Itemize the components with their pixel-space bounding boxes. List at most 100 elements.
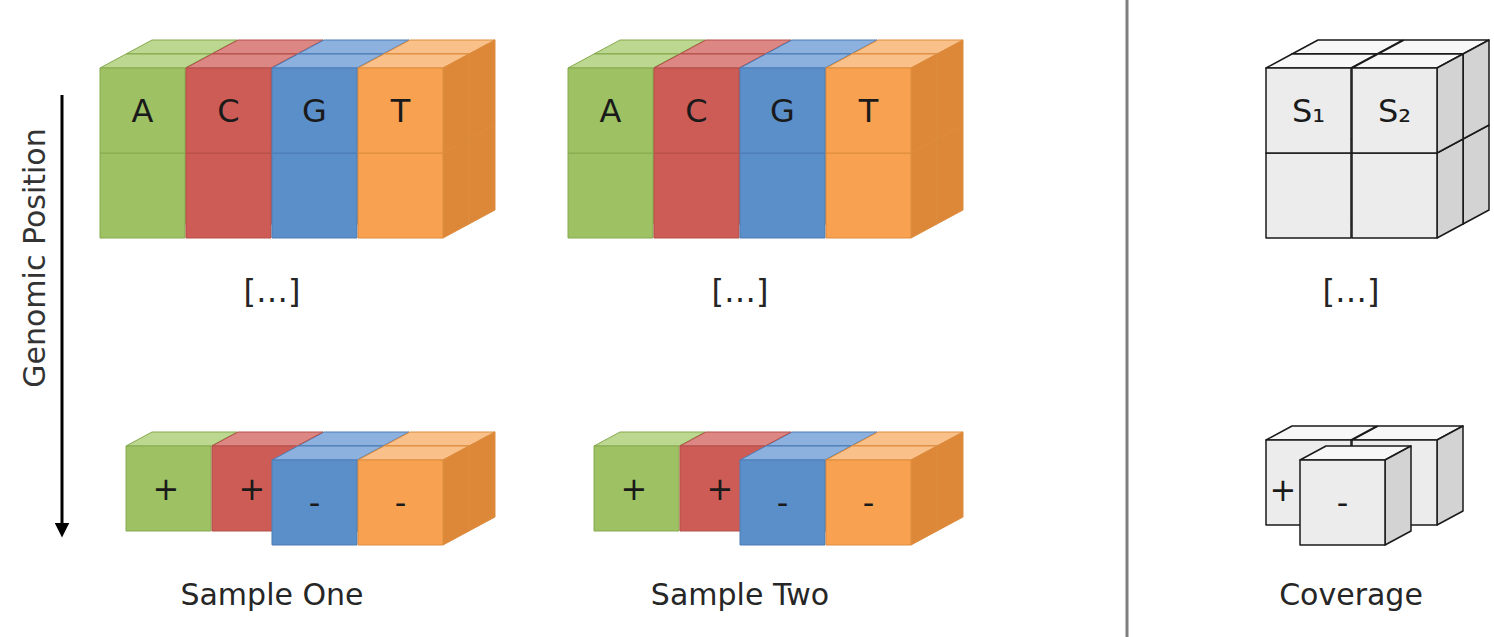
cube-label: C <box>186 68 271 153</box>
panel-caption: Sample Two <box>651 578 829 611</box>
cube-front-face <box>826 68 911 153</box>
cube-front-face <box>100 153 185 238</box>
cube-shape <box>825 445 938 546</box>
cube-label: A <box>100 68 185 153</box>
cube-front-face <box>1352 153 1437 238</box>
cube-label: S₂ <box>1352 68 1437 153</box>
cube <box>568 153 653 238</box>
cube-side-face <box>1385 446 1411 545</box>
cube-side-face <box>469 40 495 139</box>
cube-label: - <box>826 460 911 545</box>
cube-side-face <box>937 40 963 139</box>
cube-front-face <box>1266 153 1351 238</box>
cube-side-face <box>443 54 469 153</box>
cube <box>1300 446 1411 545</box>
cube-front-face <box>594 446 679 531</box>
cube <box>186 153 271 238</box>
cube-side-face <box>1463 125 1489 224</box>
cube <box>654 153 739 238</box>
cube <box>272 153 357 238</box>
cube-front-face <box>1300 460 1385 545</box>
cube-label: T <box>826 68 911 153</box>
cube-front-face <box>126 446 211 531</box>
cube-front-face <box>272 68 357 153</box>
cube-label: - <box>272 460 357 545</box>
cube-label: G <box>740 68 825 153</box>
cube-front-face <box>1266 68 1351 153</box>
cube-front-face <box>186 153 271 238</box>
cube-top-face <box>1266 426 1377 440</box>
cube-front-face <box>740 153 825 238</box>
cube-shape <box>357 445 470 546</box>
cube-front-face <box>568 153 653 238</box>
cube-front-face <box>1352 68 1437 153</box>
cube-side-face <box>911 54 937 153</box>
cube-front-face <box>358 68 443 153</box>
cube-front-face <box>272 153 357 238</box>
cube-label: + <box>126 446 206 531</box>
cube <box>1266 153 1351 238</box>
cube-label: + <box>594 446 674 531</box>
cube-label: + <box>1266 460 1300 520</box>
cube-label: S₁ <box>1266 68 1351 153</box>
background-cubes <box>100 40 1489 531</box>
cube-side-face <box>937 125 963 224</box>
cube-label: - <box>1300 460 1385 545</box>
cube <box>358 54 469 153</box>
cube-side-face <box>1437 54 1463 153</box>
cube-node: T <box>825 53 938 154</box>
cube-label: - <box>740 460 825 545</box>
cube-side-face <box>443 139 469 238</box>
cube-side-face <box>911 446 937 545</box>
cube-side-face <box>1437 139 1463 238</box>
cube-front-face <box>100 68 185 153</box>
cube-front-face <box>358 153 443 238</box>
cube-front-face <box>826 460 911 545</box>
cube <box>826 139 937 238</box>
cube-front-face <box>740 68 825 153</box>
cube-side-face <box>469 125 495 224</box>
ellipsis-label: […] <box>1323 274 1380 309</box>
panel-caption: Sample One <box>180 578 363 611</box>
cube-front-face <box>568 68 653 153</box>
cube <box>1352 139 1463 238</box>
position-arrow <box>61 95 64 530</box>
cube-side-face <box>443 446 469 545</box>
cube-node: - <box>357 445 470 546</box>
cube-front-face <box>186 68 271 153</box>
cube-front-face <box>272 460 357 545</box>
panel-caption: Coverage <box>1279 578 1423 611</box>
cube-node: S₂ <box>1351 53 1464 154</box>
panel-divider <box>1126 0 1129 637</box>
cube-front-face <box>826 153 911 238</box>
cube-node: T <box>357 53 470 154</box>
cube-front-face <box>654 68 739 153</box>
cube-side-face <box>1437 426 1463 525</box>
cube-side-face <box>469 432 495 531</box>
cube-top-face <box>212 432 323 446</box>
cube-side-face <box>911 139 937 238</box>
cube-side-face <box>1463 40 1489 139</box>
cube <box>826 446 937 545</box>
cube <box>100 153 185 238</box>
axis-label: Genomic Position <box>18 128 51 387</box>
cube <box>1352 54 1463 153</box>
cube <box>826 54 937 153</box>
cube-shape <box>1299 445 1412 546</box>
cube-front-face <box>358 460 443 545</box>
cube-label: C <box>654 68 739 153</box>
cube-shape <box>357 53 470 154</box>
cube-label: A <box>568 68 653 153</box>
cube-side-face <box>937 432 963 531</box>
cube-label: T <box>358 68 443 153</box>
ellipsis-label: […] <box>712 274 769 309</box>
cube <box>740 153 825 238</box>
cube-front-face <box>740 460 825 545</box>
cube-node: - <box>1299 445 1412 546</box>
cube-node: - <box>825 445 938 546</box>
cube-front-face <box>654 153 739 238</box>
cube-label: - <box>358 460 443 545</box>
cube-shape <box>825 53 938 154</box>
cube-top-face <box>680 432 791 446</box>
